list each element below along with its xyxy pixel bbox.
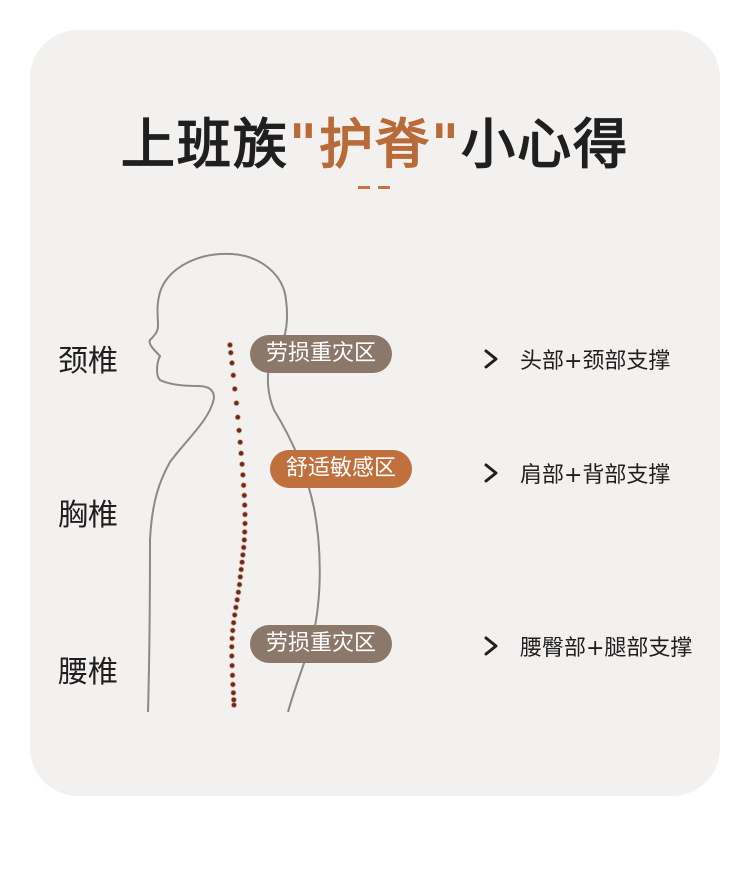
spine-dot bbox=[237, 439, 244, 446]
spine-dot bbox=[230, 702, 237, 709]
region-label-cervical: 颈椎 bbox=[58, 344, 118, 379]
spine-dot bbox=[226, 341, 233, 348]
chevron-right-icon bbox=[484, 463, 498, 483]
spine-dot bbox=[230, 619, 237, 626]
spine-dot bbox=[229, 627, 236, 634]
spine-dot bbox=[235, 589, 242, 596]
spine-dot bbox=[238, 566, 245, 573]
spine-dot bbox=[228, 643, 235, 650]
spine-dot bbox=[234, 414, 241, 421]
title-prefix: 上班族 bbox=[120, 113, 289, 176]
spine-dot bbox=[236, 427, 243, 434]
support-lumbar: 腰臀部+腿部支撑 bbox=[480, 630, 692, 662]
spine-dot bbox=[230, 689, 237, 696]
spine-dot bbox=[239, 559, 246, 566]
support-text-cervical: 头部+颈部支撑 bbox=[520, 349, 671, 374]
spine-dot bbox=[237, 573, 244, 580]
spine-dot bbox=[241, 492, 248, 499]
spine-dot bbox=[227, 349, 234, 356]
spine-dot bbox=[230, 372, 237, 379]
spine-dot bbox=[234, 596, 241, 603]
spine-dot bbox=[229, 662, 236, 669]
spine-dot bbox=[228, 359, 235, 366]
support-thoracic: 肩部+背部支撑 bbox=[480, 457, 670, 489]
support-text-lumbar: 腰臀部+腿部支撑 bbox=[520, 636, 693, 661]
spine-dot bbox=[241, 511, 248, 518]
spine-dot bbox=[233, 400, 240, 407]
title-underline bbox=[358, 186, 390, 189]
title-highlight: "护脊" bbox=[288, 113, 462, 176]
region-label-lumbar: 腰椎 bbox=[58, 655, 118, 690]
spine-dot bbox=[239, 461, 246, 468]
spine-dot bbox=[240, 544, 247, 551]
spine-dot bbox=[228, 653, 235, 660]
pill-cervical: 劳损重灾区 bbox=[250, 335, 393, 373]
spine-dot bbox=[241, 536, 248, 543]
title-suffix: 小心得 bbox=[461, 113, 630, 176]
spine-dot bbox=[239, 551, 246, 558]
region-label-thoracic: 胸椎 bbox=[58, 498, 118, 533]
spine-dot bbox=[238, 450, 245, 457]
support-text-thoracic: 肩部+背部支撑 bbox=[520, 463, 671, 488]
spine-dot bbox=[232, 604, 239, 611]
spine-dot bbox=[231, 385, 238, 392]
spine-dot bbox=[229, 635, 236, 642]
spine-dot bbox=[229, 681, 236, 688]
pill-thoracic: 舒适敏感区 bbox=[270, 450, 413, 488]
spine-dot bbox=[241, 520, 248, 527]
spine-dot bbox=[236, 581, 243, 588]
support-cervical: 头部+颈部支撑 bbox=[480, 343, 670, 375]
spine-dot bbox=[241, 529, 248, 536]
spine-dot bbox=[229, 672, 236, 679]
chevron-right-icon bbox=[484, 349, 498, 369]
spine-dot bbox=[240, 482, 247, 489]
chevron-right-icon bbox=[484, 636, 498, 656]
spine-dots bbox=[226, 341, 248, 709]
spine-dot bbox=[230, 696, 237, 703]
spine-dot bbox=[231, 612, 238, 619]
spine-dot bbox=[239, 471, 246, 478]
spine-dot bbox=[241, 502, 248, 509]
pill-lumbar: 劳损重灾区 bbox=[250, 625, 393, 663]
content-card bbox=[30, 30, 720, 796]
page-title: 上班族"护脊"小心得 bbox=[0, 100, 750, 179]
